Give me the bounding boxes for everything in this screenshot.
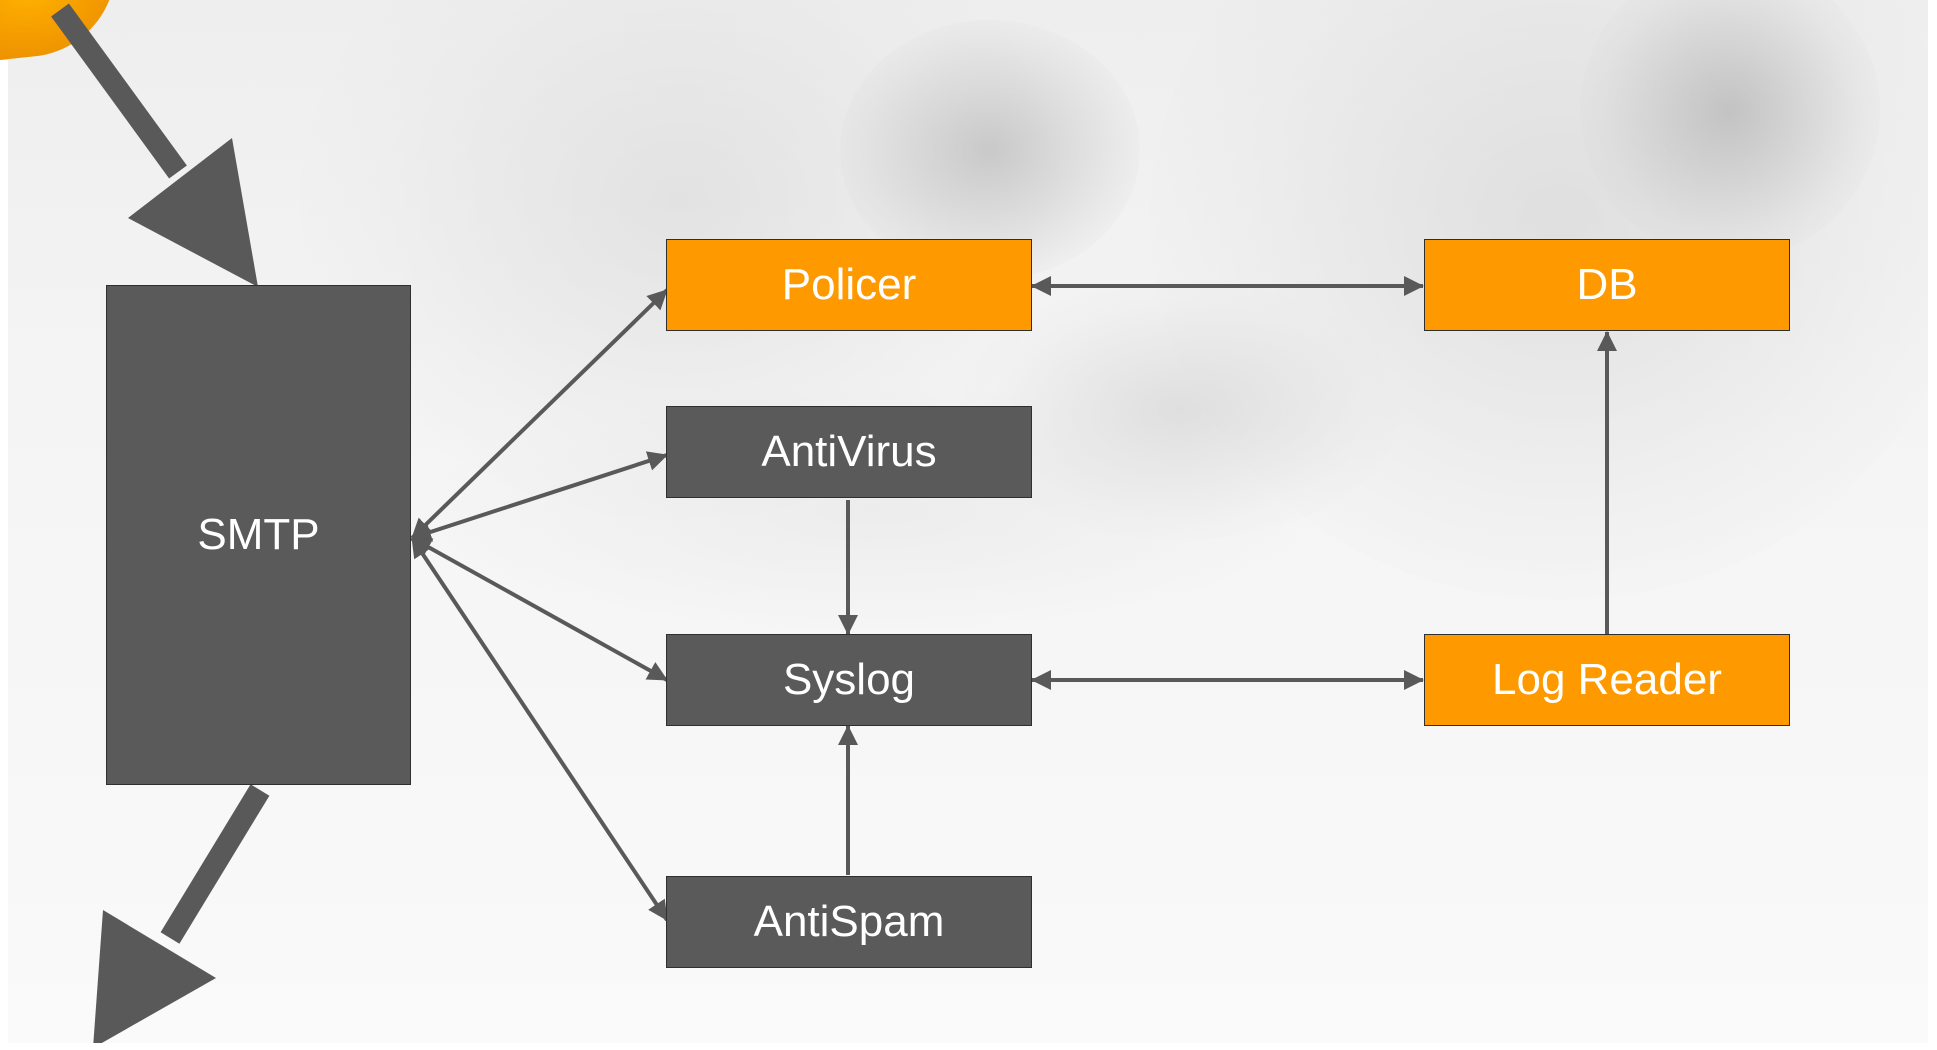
- syslog-node: Syslog: [666, 634, 1032, 726]
- antivirus-node: AntiVirus: [666, 406, 1032, 498]
- edge-smtp-policer: [410, 288, 669, 540]
- db-node: DB: [1424, 239, 1790, 331]
- logreader-label: Log Reader: [1492, 655, 1722, 704]
- frame-edge: [0, 60, 8, 1050]
- frame-edge: [1928, 0, 1937, 1050]
- policer-node: Policer: [666, 239, 1032, 331]
- incoming-flow-arrow: [51, 3, 258, 287]
- db-label: DB: [1576, 260, 1638, 309]
- logreader-node: Log Reader: [1424, 634, 1790, 726]
- background-blur: [960, 280, 1400, 540]
- antivirus-label: AntiVirus: [761, 427, 937, 476]
- antispam-label: AntiSpam: [753, 897, 945, 946]
- background-blur: [840, 20, 1140, 280]
- syslog-label: Syslog: [782, 655, 916, 704]
- edge-smtp-syslog: [411, 536, 668, 682]
- edge-smtp-antivirus: [411, 451, 668, 542]
- edge-smtp-antispam: [410, 536, 669, 922]
- outgoing-flow-arrow: [93, 784, 270, 1048]
- policer-label: Policer: [781, 260, 917, 309]
- smtp-node: SMTP: [106, 285, 411, 785]
- background-blur: [1580, 0, 1880, 260]
- antispam-node: AntiSpam: [666, 876, 1032, 968]
- frame-edge: [0, 1043, 1937, 1050]
- smtp-label: SMTP: [197, 510, 320, 559]
